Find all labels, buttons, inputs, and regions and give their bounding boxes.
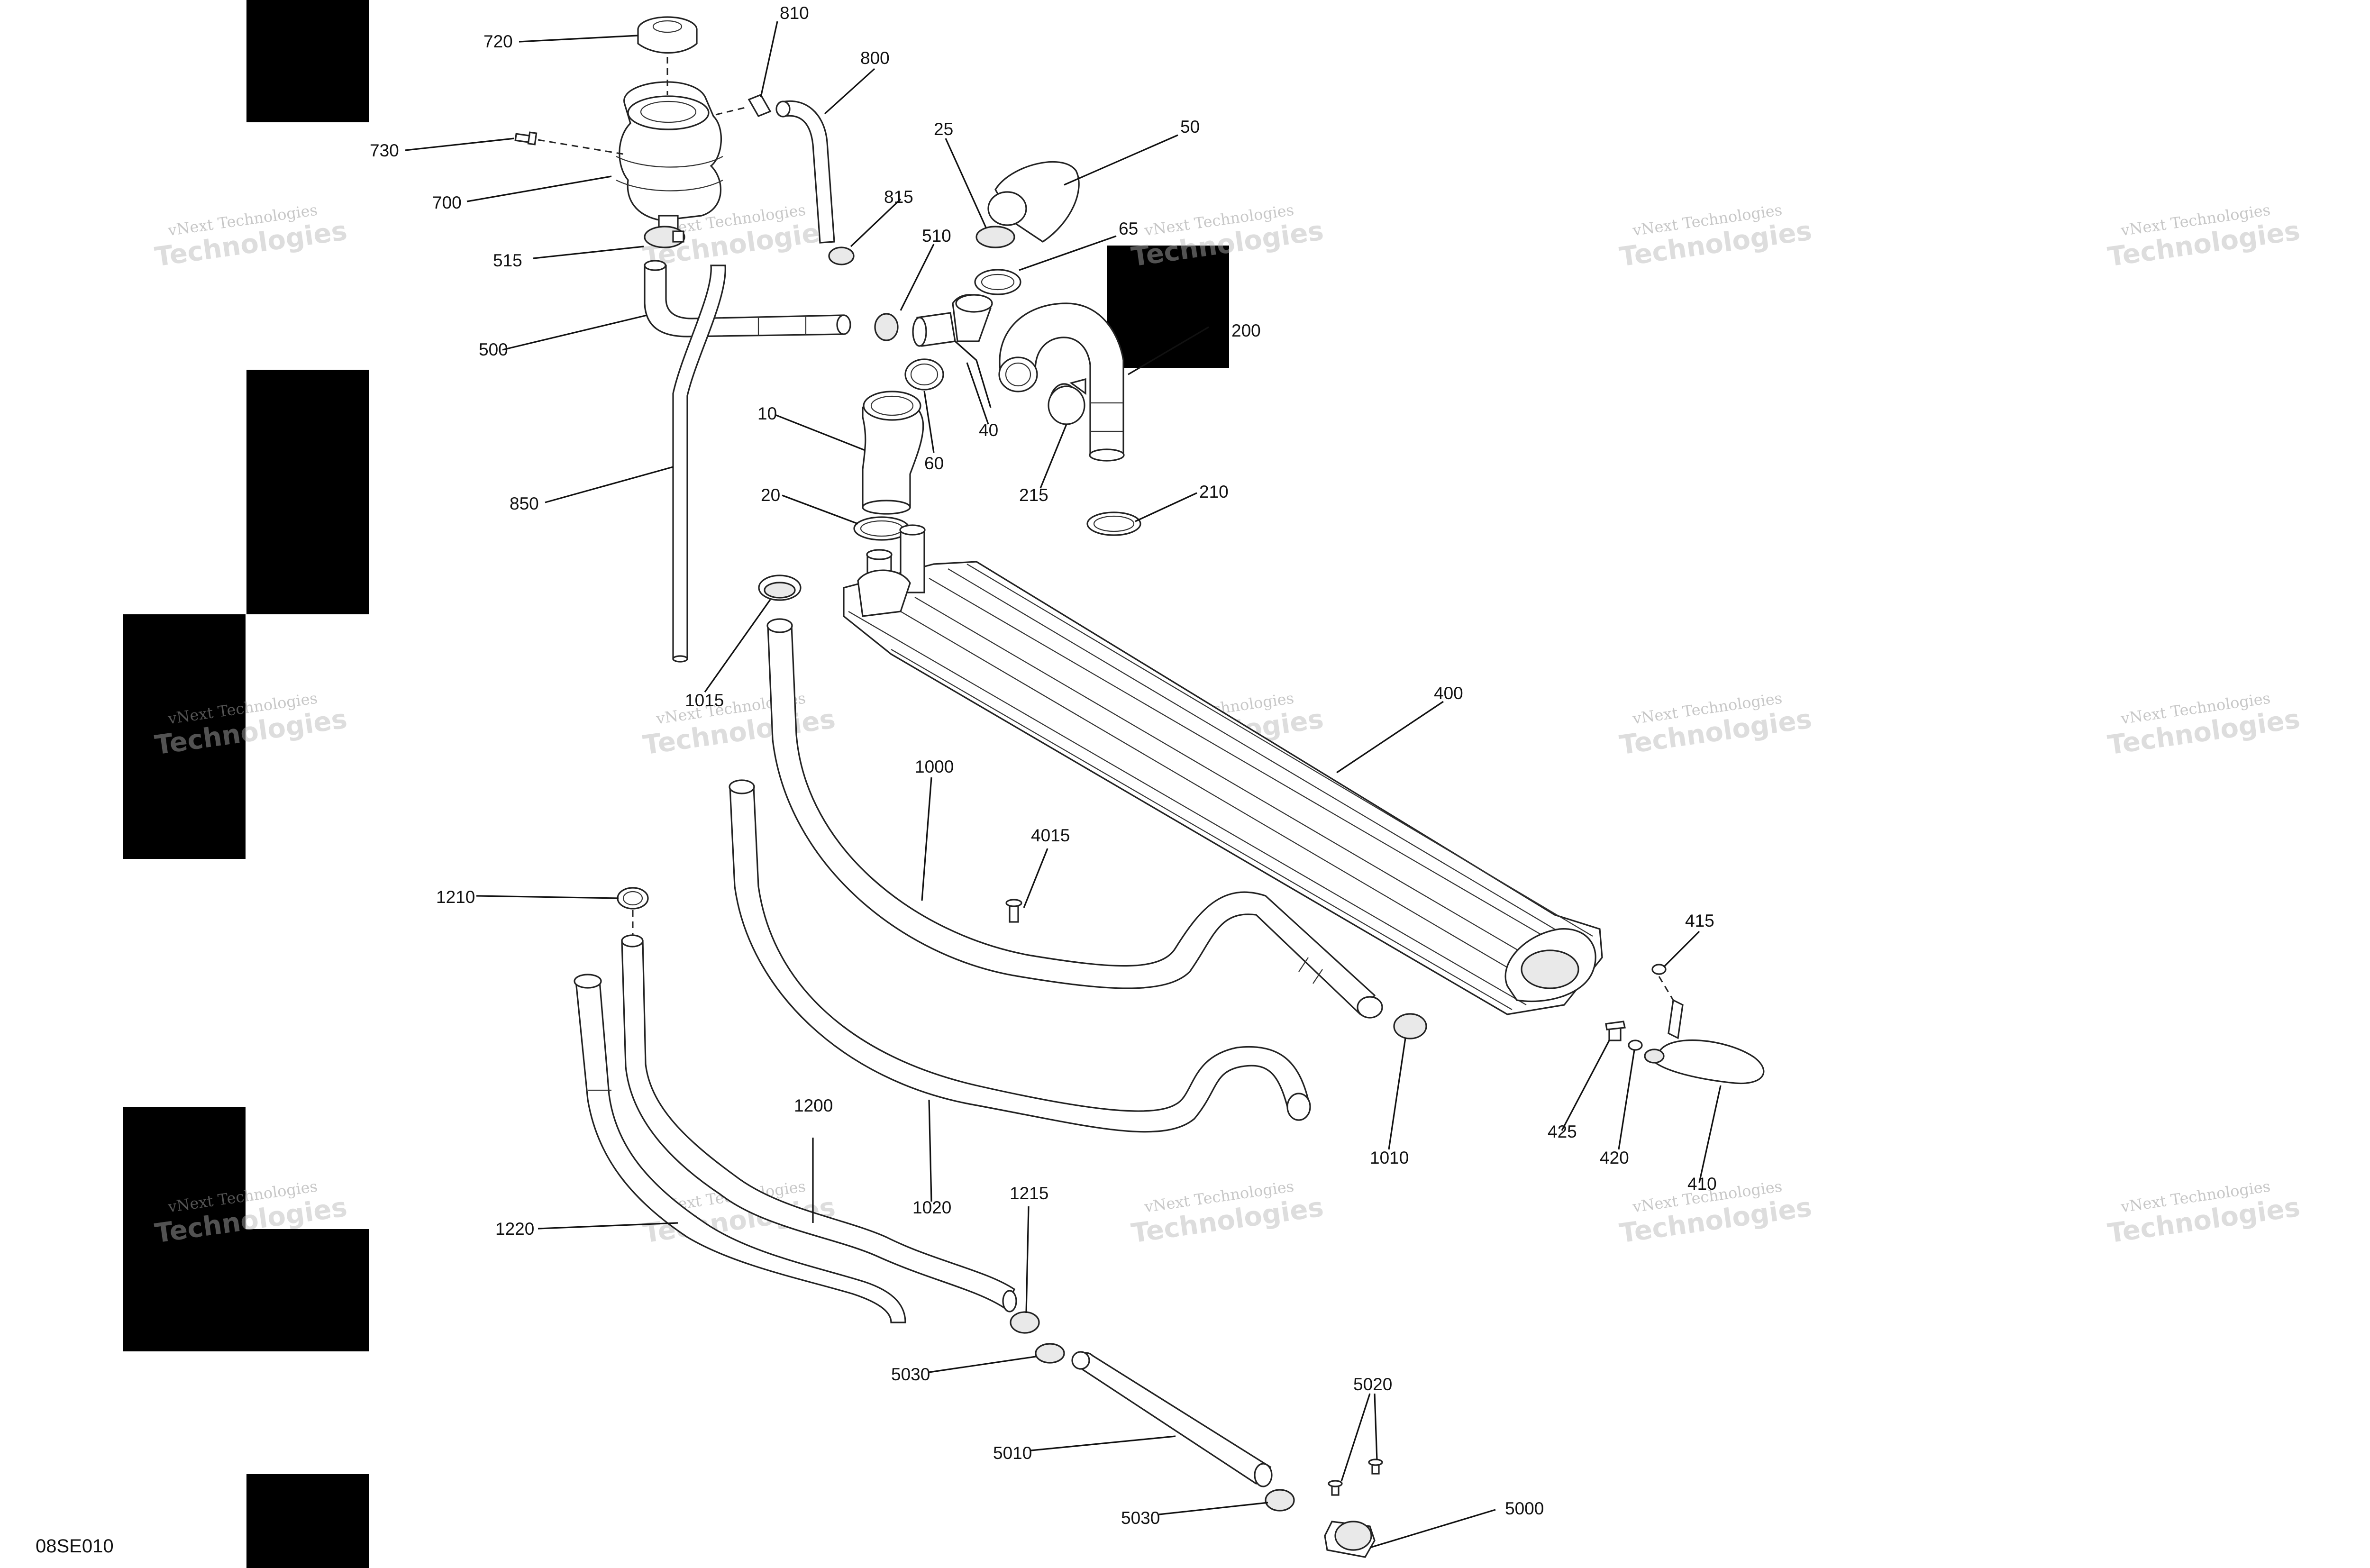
callout-25: 25 — [934, 119, 953, 139]
redaction-block — [123, 614, 246, 859]
callout-60: 60 — [924, 454, 944, 473]
clamp-215 — [1048, 385, 1085, 425]
callout-20: 20 — [761, 485, 780, 505]
callout-700: 700 — [432, 193, 462, 212]
bracket-5000 — [1324, 1521, 1376, 1558]
callout-5020: 5020 — [1353, 1375, 1392, 1394]
callout-10: 10 — [757, 404, 777, 423]
hose-500 — [644, 260, 851, 337]
callout-40: 40 — [979, 420, 998, 440]
callout-1015: 1015 — [685, 691, 724, 710]
washer-420 — [1628, 1039, 1643, 1051]
redaction-blocks — [123, 0, 1229, 1568]
clamp-5030-upper — [1035, 1343, 1065, 1364]
callout-1215: 1215 — [1010, 1184, 1048, 1203]
nut-415 — [1651, 964, 1674, 1001]
callout-1020: 1020 — [912, 1198, 951, 1217]
redaction-block — [246, 370, 369, 614]
clamp-60 — [904, 358, 944, 391]
callout-415: 415 — [1685, 911, 1714, 930]
hose-1200 — [621, 934, 1017, 1313]
redaction-block — [123, 1107, 246, 1351]
callout-200: 200 — [1231, 321, 1261, 340]
hose-1000 — [766, 618, 1383, 1019]
callout-4015: 4015 — [1031, 826, 1070, 845]
muffler-400 — [843, 524, 1603, 1015]
redaction-block — [246, 0, 369, 122]
callout-410: 410 — [1687, 1174, 1717, 1194]
callout-1000: 1000 — [915, 757, 954, 776]
hose-850 — [672, 264, 726, 663]
callout-500: 500 — [479, 340, 508, 359]
callout-800: 800 — [860, 48, 890, 68]
callout-50: 50 — [1180, 117, 1200, 137]
callout-5030-upper: 5030 — [891, 1365, 930, 1384]
diagram-code: 08SE010 — [36, 1536, 114, 1557]
callout-400: 400 — [1434, 684, 1463, 703]
callout-515: 515 — [493, 251, 522, 270]
hose-10 — [862, 391, 924, 515]
callout-425: 425 — [1548, 1122, 1577, 1141]
fitting-40 — [874, 294, 993, 408]
strap-410 — [1644, 999, 1765, 1085]
redaction-block — [246, 1474, 369, 1568]
callout-510: 510 — [922, 226, 951, 246]
bolt-425 — [1605, 1021, 1626, 1041]
expansion-tank — [616, 16, 723, 240]
bolt-730 — [514, 131, 624, 155]
redaction-block — [246, 1229, 369, 1351]
callout-65: 65 — [1119, 219, 1138, 238]
screw-4015 — [1005, 899, 1022, 923]
screws-5020 — [1328, 1459, 1383, 1496]
hose-1020 — [729, 779, 1311, 1133]
callout-730: 730 — [370, 141, 399, 160]
vent-hose-800 — [715, 93, 855, 265]
callout-1210: 1210 — [436, 887, 475, 907]
callout-210: 210 — [1199, 482, 1229, 501]
callout-420: 420 — [1600, 1148, 1629, 1167]
clamp-210 — [1086, 511, 1141, 536]
clamp-5030-lower — [1265, 1489, 1295, 1512]
callout-5030-lower: 5030 — [1121, 1508, 1160, 1528]
clamp-1210 — [617, 887, 649, 936]
callout-215: 215 — [1019, 485, 1048, 505]
callout-720: 720 — [483, 32, 513, 51]
redaction-block — [1107, 246, 1229, 368]
callout-5010: 5010 — [993, 1443, 1032, 1463]
callout-1200: 1200 — [794, 1096, 833, 1115]
clamp-1015 — [758, 574, 802, 601]
callout-810: 810 — [780, 3, 809, 23]
elbow-50 — [974, 161, 1080, 295]
clamp-1010 — [1393, 1013, 1427, 1039]
tube-5010 — [1071, 1351, 1273, 1487]
callout-labels: 720 810 800 730 700 815 515 510 500 25 5… — [370, 3, 1717, 1528]
callout-850: 850 — [510, 494, 539, 513]
clamp-515 — [644, 226, 685, 248]
callout-1010: 1010 — [1370, 1148, 1409, 1167]
callout-815: 815 — [884, 187, 913, 207]
leader-lines — [405, 21, 1722, 1549]
clamp-1215 — [1010, 1311, 1040, 1334]
callout-1220: 1220 — [495, 1219, 534, 1239]
callout-5000: 5000 — [1505, 1499, 1544, 1518]
